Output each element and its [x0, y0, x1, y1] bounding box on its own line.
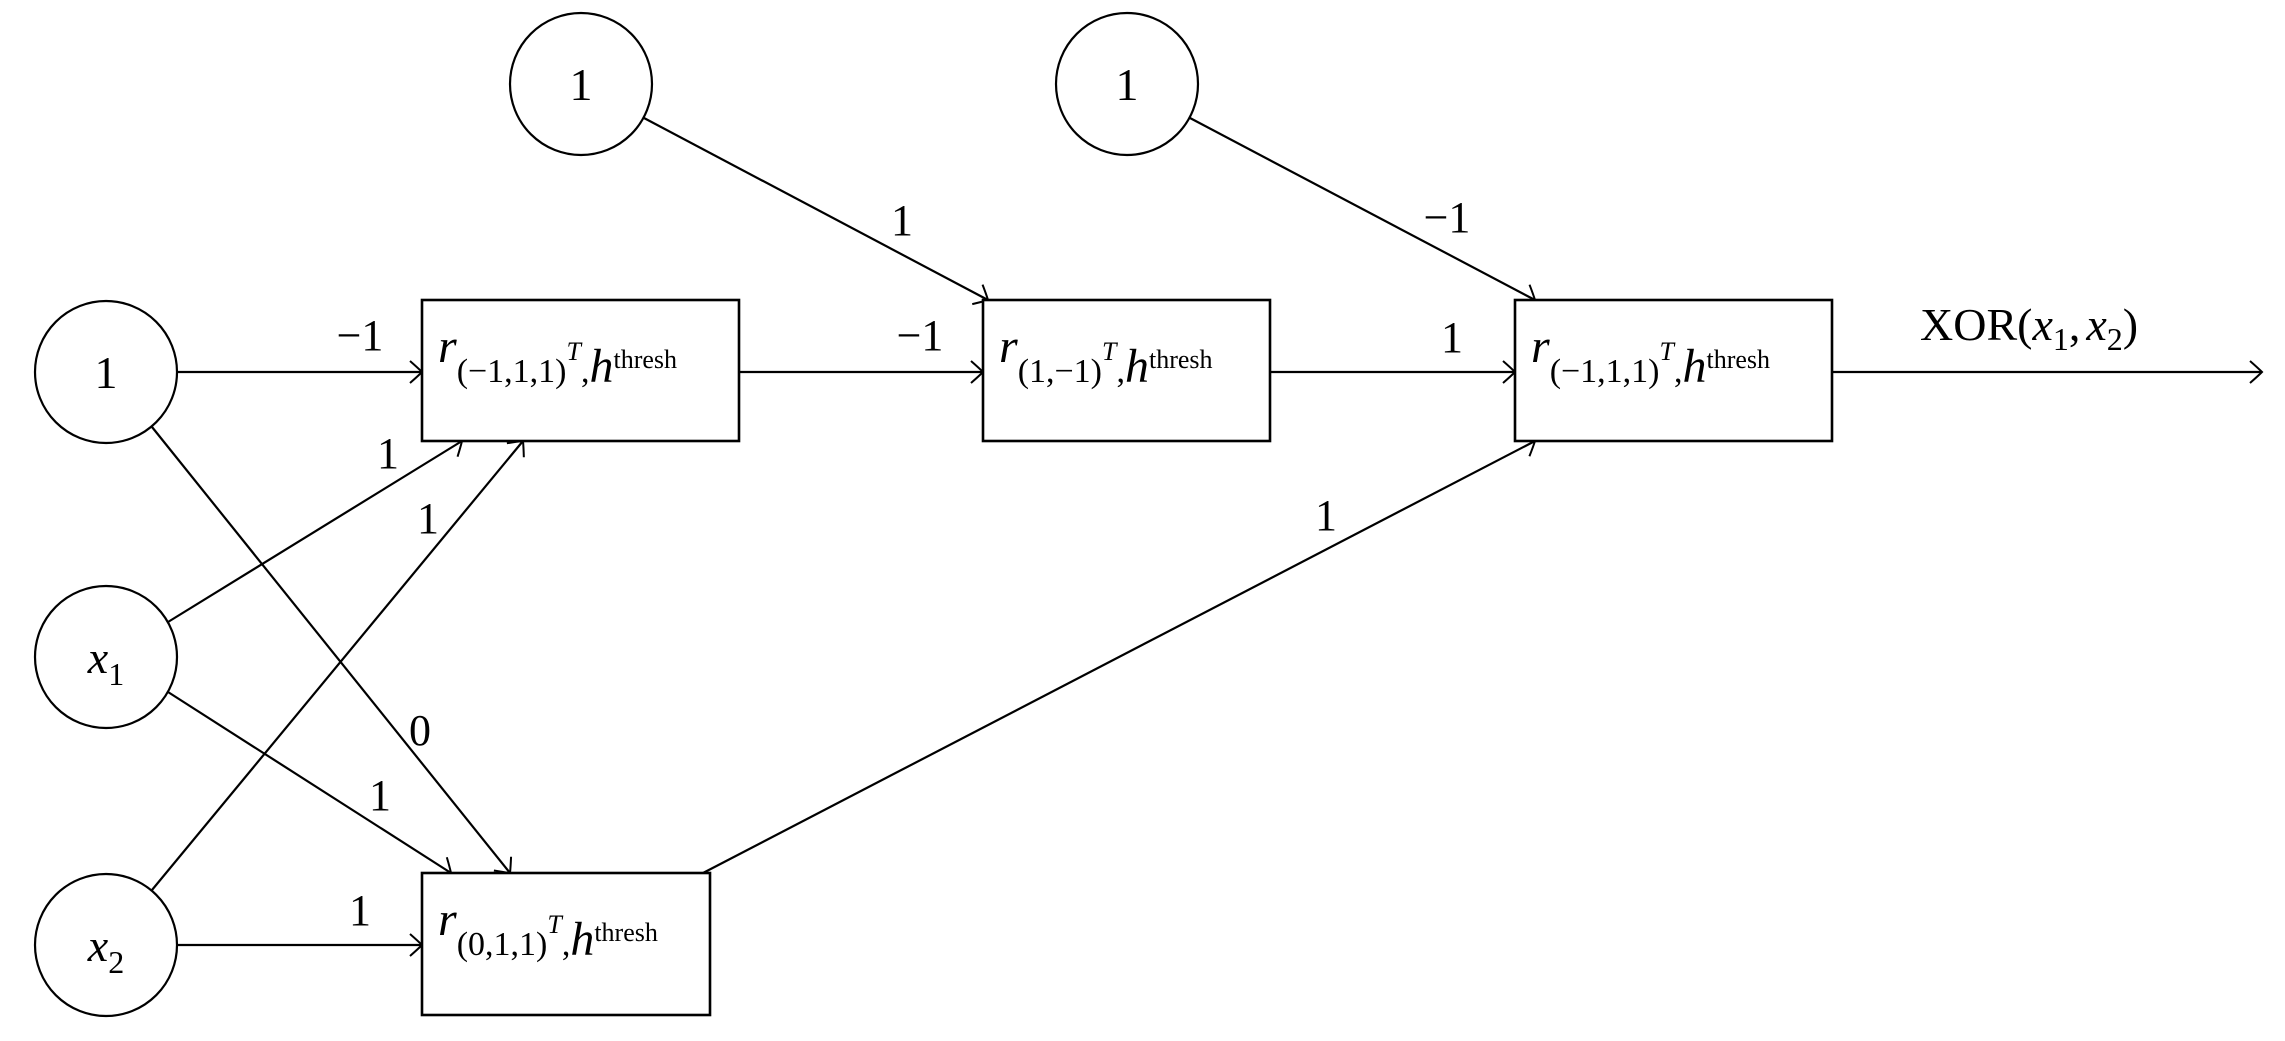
- edge-x1-to-nA: [167, 436, 464, 623]
- node-x1-label: x1: [87, 632, 124, 692]
- neuron-nD: r(0,1,1)T,hthresh: [420, 871, 712, 1017]
- node-x2-circle: [33, 872, 179, 1018]
- edge-weight-bias_in-to-nA: −1: [337, 311, 384, 360]
- edge-weight-bias_top2-to-nC: −1: [1424, 193, 1471, 242]
- edge-bias_top1-to-nB: [643, 117, 990, 306]
- node-bias_in-label: 1: [95, 347, 118, 398]
- neuron-nC: r(−1,1,1)T,hthresh: [1513, 298, 1834, 443]
- node-x2-label: x2: [87, 920, 124, 980]
- neuron-nB-box: [981, 298, 1272, 443]
- edge-weight-nB-to-nC: 1: [1441, 313, 1463, 362]
- neuron-nA-box: [420, 298, 741, 443]
- node-bias_top2-circle: [1054, 11, 1200, 157]
- node-bias_top2: 1: [1054, 11, 1200, 157]
- node-x1-circle: [33, 584, 179, 730]
- node-bias_top2-label: 1: [1116, 59, 1139, 110]
- node-bias_in: 1: [33, 299, 179, 445]
- neuron-nD-box: [420, 871, 712, 1017]
- neuron-nC-label: r(−1,1,1)T,hthresh: [1531, 320, 1770, 393]
- node-bias_top1: 1: [508, 11, 654, 157]
- edge-weight-x1-to-nD: 1: [369, 771, 391, 820]
- neuron-nB-label: r(1,−1)T,hthresh: [999, 320, 1213, 393]
- edge-bias_in-to-nD: [151, 426, 513, 875]
- neuron-nA-label: r(−1,1,1)T,hthresh: [438, 320, 677, 393]
- edge-weight-x2-to-nD: 1: [349, 886, 371, 935]
- node-bias_top1-label: 1: [570, 59, 593, 110]
- edge-weight-nD-to-nC: 1: [1315, 491, 1337, 540]
- edge-x2-to-nA: [151, 439, 525, 891]
- neuron-nD-label: r(0,1,1)T,hthresh: [438, 893, 658, 966]
- output-label: XOR(x1,x2): [1920, 299, 2138, 357]
- edge-nD-to-nC: [702, 435, 1537, 874]
- node-bias_in-circle: [33, 299, 179, 445]
- edge-bias_top2-to-nC: [1189, 117, 1537, 306]
- edge-weight-nA-to-nB: −1: [897, 311, 944, 360]
- node-x1: x1: [33, 584, 179, 730]
- neuron-nA: r(−1,1,1)T,hthresh: [420, 298, 741, 443]
- edge-weight-x2-to-nA: 1: [417, 494, 439, 543]
- edge-x1-to-nD: [167, 691, 453, 877]
- node-x2: x2: [33, 872, 179, 1018]
- neuron-nB: r(1,−1)T,hthresh: [981, 298, 1272, 443]
- neuron-nC-box: [1513, 298, 1834, 443]
- node-bias_top1-circle: [508, 11, 654, 157]
- edge-weight-bias_top1-to-nB: 1: [891, 196, 913, 245]
- edge-weight-x1-to-nA: 1: [377, 429, 399, 478]
- edge-weight-bias_in-to-nD: 0: [409, 706, 431, 755]
